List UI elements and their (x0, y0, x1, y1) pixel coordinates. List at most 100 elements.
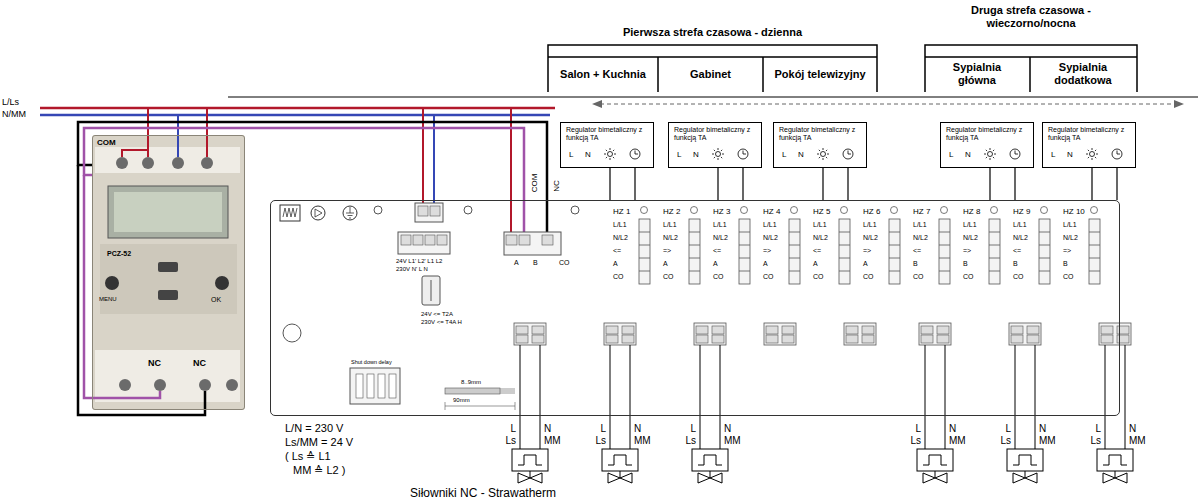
screw-terminal (199, 379, 211, 391)
wire-label: Ls (595, 435, 606, 447)
terminal-label: B (533, 259, 538, 267)
mounting-hole (283, 324, 301, 342)
wire-label: MM (949, 435, 966, 447)
terminal-label: COM (97, 138, 116, 147)
terminal-label: CO (559, 259, 570, 267)
terminal (401, 235, 411, 245)
terminal-label: N/L2 (763, 234, 778, 242)
terminal-label: CO (713, 273, 724, 281)
zone-terminals (1089, 219, 1100, 284)
ground-symbol (343, 206, 357, 220)
radiator-symbol (283, 208, 297, 217)
zone-label: HZ 7 (913, 207, 930, 216)
room-name: Pokój telewizyjny (763, 68, 877, 81)
wire-label: N (634, 423, 641, 435)
terminal-label: A (613, 260, 618, 268)
thermostat-box: Regulator bimetaliczny z funkcją TALN (773, 122, 867, 168)
zone-label: HZ 3 (713, 207, 730, 216)
terminal-label: NC (148, 358, 161, 368)
wire-label: N (949, 423, 956, 435)
arrow-head (592, 100, 602, 108)
terminal (542, 235, 553, 245)
terminal (506, 235, 517, 245)
wire-connector (1014, 168, 1015, 200)
control-wire (78, 165, 547, 415)
terminal-label: CO (863, 273, 874, 281)
terminal-label: L/L1 (663, 221, 677, 229)
terminal-label: CO (763, 273, 774, 281)
terminal-label: L/L1 (1063, 221, 1077, 229)
screw-terminal (119, 379, 131, 391)
terminal-label: B (963, 260, 968, 268)
actuator-terminals (1099, 323, 1131, 345)
sun-symbol (1086, 148, 1098, 160)
actuator-terminals (1009, 323, 1041, 345)
terminal-label: A (813, 260, 818, 268)
wire-label: Ls (1000, 435, 1011, 447)
wire-label: L (1005, 423, 1011, 435)
terminal-label: => (1063, 247, 1071, 255)
fuse-holder (431, 280, 432, 301)
dip-switch (356, 374, 363, 398)
terminal-label: A (663, 260, 668, 268)
button (158, 262, 178, 272)
button (215, 276, 229, 290)
sun-symbol (984, 148, 996, 160)
screw-terminal (154, 379, 166, 391)
terminal-label: A (763, 260, 768, 268)
room-name: Salon + Kuchnia (548, 68, 658, 81)
wire-connector (742, 168, 743, 200)
screw-terminal (142, 157, 154, 169)
zone-label: HZ 8 (963, 207, 980, 216)
wire-label: N (1039, 423, 1046, 435)
terminal-label: => (663, 247, 671, 255)
wire-connector (717, 168, 718, 200)
dimension-label: 8..9mm (461, 379, 481, 386)
actuator-symbol (917, 449, 953, 483)
zone-terminals (739, 219, 750, 284)
zone-terminals (639, 219, 650, 284)
terminal-label: L/L1 (613, 221, 627, 229)
terminal-letter: N (1067, 150, 1073, 159)
zone-bracket (548, 45, 877, 92)
terminal-label: N/L2 (1013, 234, 1028, 242)
zone-terminals (939, 219, 950, 284)
thermostat-box: Regulator bimetaliczny z funkcją TALN (1042, 122, 1136, 168)
dip-switch (350, 368, 400, 404)
ground-symbol (346, 207, 354, 218)
actuator-wire (520, 345, 1125, 449)
wire-label: L (600, 423, 606, 435)
terminal-label: N/L2 (613, 234, 628, 242)
fuse-label: 230V <= T4A H (421, 319, 462, 326)
terminal-label: CO (813, 273, 824, 281)
terminal (519, 235, 530, 245)
zone-led (941, 207, 948, 214)
thermostat-title: Regulator bimetaliczny z funkcją TA (674, 126, 758, 142)
button-panel (100, 244, 237, 314)
terminal-label: B (1013, 260, 1018, 268)
wire-connector (847, 168, 848, 200)
thermostat-box: Regulator bimetaliczny z funkcją TALN (940, 122, 1034, 168)
terminal-label: B (913, 260, 918, 268)
wire-label: MM (724, 435, 741, 447)
dimension-line (445, 389, 515, 410)
wire-label: N (544, 423, 551, 435)
zone-led (991, 207, 998, 214)
terminal-letter: N (693, 150, 699, 159)
zone-label: HZ 6 (863, 207, 880, 216)
caption: Siłowniki NC - Strawatherm (410, 487, 556, 501)
terminal-label: L/L1 (863, 221, 877, 229)
button-label: MENU (99, 296, 117, 303)
terminal-letter: N (585, 150, 591, 159)
fuse-holder (422, 276, 440, 305)
wire-label: N (724, 423, 731, 435)
dip-switch (378, 374, 385, 398)
terminal-label: A (713, 260, 718, 268)
terminal-label: A (514, 259, 519, 267)
bus-label: N/MM (2, 109, 26, 119)
terminal-label: 24V L1' L2' L1 L2 (396, 258, 442, 265)
terminal-letter: L (782, 150, 786, 159)
wire-label: L (1095, 423, 1101, 435)
terminal-block (398, 232, 450, 254)
voltage-note: MM ≙ L2 ) (293, 464, 345, 477)
